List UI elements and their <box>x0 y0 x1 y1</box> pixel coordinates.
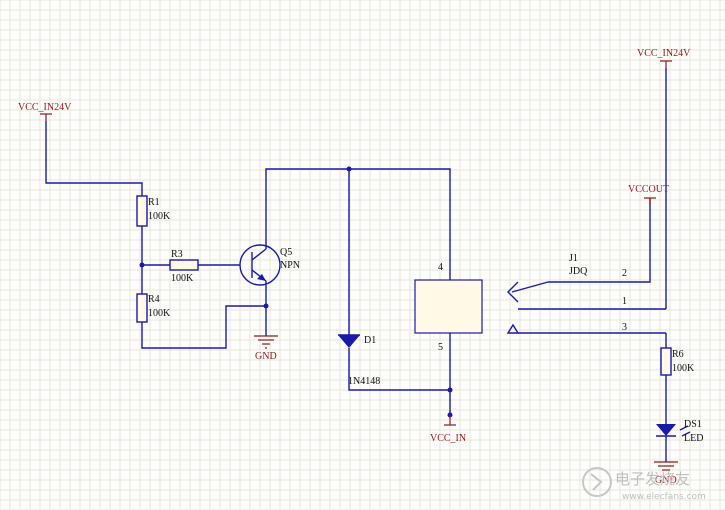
pin-1-label: 1 <box>622 296 627 307</box>
r4-value: 100K <box>148 308 171 319</box>
gnd-led-label: GND <box>655 475 677 486</box>
vcc-in-port: VCC_IN <box>430 415 466 444</box>
r1-ref: R1 <box>148 197 160 208</box>
r1-value: 100K <box>148 211 171 222</box>
wire-d1-bottom <box>348 348 450 391</box>
pin-2-label: 2 <box>622 268 627 279</box>
vccout-port: VCCOUT <box>628 184 669 205</box>
pin-3-label: 3 <box>622 322 627 333</box>
watermark-text: 电子发烧友 <box>615 470 690 488</box>
r3-ref: R3 <box>171 249 183 260</box>
r6-value: 100K <box>672 363 695 374</box>
j1-ref: J1 <box>569 253 578 264</box>
d1-ref: D1 <box>364 335 376 346</box>
vcc-in24v-right-port: VCC_IN24V <box>637 48 691 68</box>
q5-ref: Q5 <box>280 247 292 258</box>
q5-value: NPN <box>280 260 300 271</box>
wire-vcc-r1 <box>45 121 143 196</box>
gnd-symbol-q5: GND <box>254 335 278 362</box>
r4-ref: R4 <box>148 294 160 305</box>
ds1-value: LED <box>684 433 703 444</box>
r6-ref: R6 <box>672 349 684 360</box>
vccout-label: VCCOUT <box>628 184 669 195</box>
resistor-r3: R3 100K <box>169 249 199 284</box>
j1-value: JDQ <box>569 266 588 277</box>
pin-4-label: 4 <box>438 262 443 273</box>
vcc-in24v-left-port: VCC_IN24V <box>18 102 72 121</box>
gnd-q5-label: GND <box>255 351 277 362</box>
ds1-ref: DS1 <box>684 419 702 430</box>
vcc-in24v-right-label: VCC_IN24V <box>637 48 691 59</box>
transistor-q5: Q5 NPN <box>239 244 300 286</box>
d1-value: 1N4148 <box>348 376 380 387</box>
r3-value: 100K <box>171 273 194 284</box>
resistor-r4: R4 100K <box>136 293 171 323</box>
wire-r4-gnd <box>141 305 266 349</box>
wire-collector-coil <box>265 168 451 280</box>
watermark-url: www.elecfans.com <box>622 492 706 502</box>
pin-5-label: 5 <box>438 342 443 353</box>
relay-contacts-j1: J1 JDQ 2 1 3 <box>506 198 666 334</box>
vcc-in-label: VCC_IN <box>430 433 466 444</box>
watermark-logo-icon <box>582 467 612 497</box>
vcc-in24v-left-label: VCC_IN24V <box>18 102 72 113</box>
watermark: 电子发烧友 www.elecfans.com <box>582 467 706 502</box>
relay-coil-box: 4 5 <box>414 262 483 353</box>
gnd-symbol-led: GND <box>654 461 678 486</box>
diode-d1: D1 1N4148 <box>338 334 380 387</box>
